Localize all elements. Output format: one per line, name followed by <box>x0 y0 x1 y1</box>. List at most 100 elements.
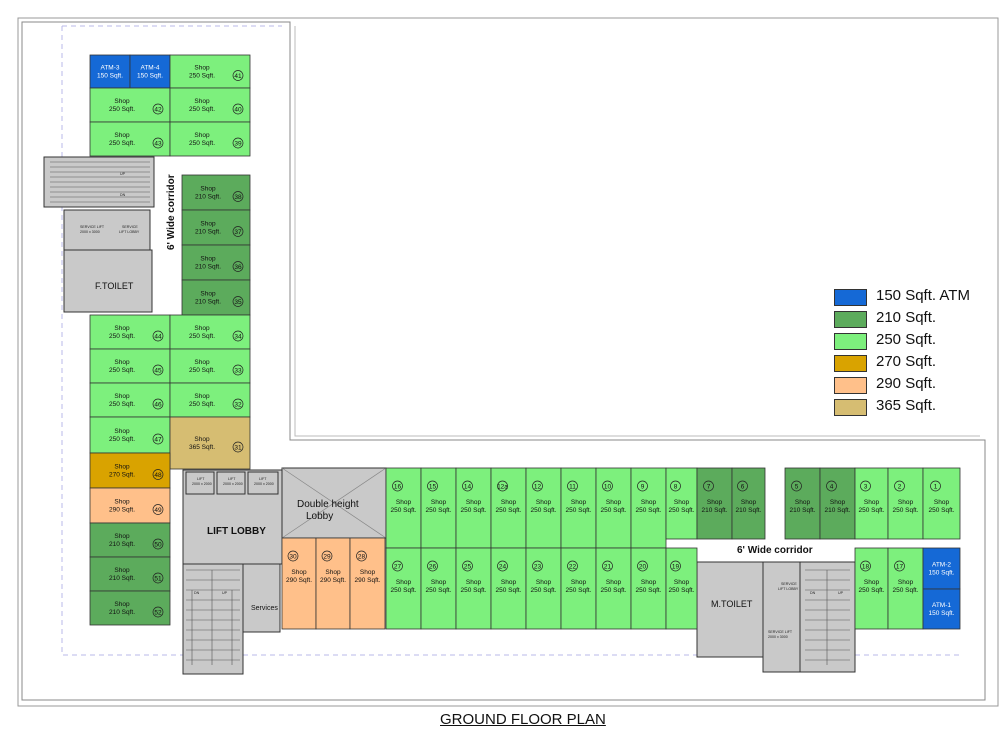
unit-fill <box>455 467 492 549</box>
legend-swatch <box>834 333 867 350</box>
unit-fill <box>525 547 562 630</box>
service-lift-east <box>762 561 801 673</box>
unit-name: Shop <box>674 579 690 586</box>
unit-number-circle <box>567 480 578 492</box>
unit-number-circle <box>826 480 837 492</box>
unit-fill <box>89 590 171 626</box>
unit-number: 5 <box>795 484 799 491</box>
unit-fill <box>181 244 251 281</box>
unit-name: Shop <box>934 499 950 506</box>
unit-number-circle <box>232 441 244 453</box>
unit-name: Shop <box>898 499 914 506</box>
legend-swatch <box>834 289 867 306</box>
unit-number: 36 <box>234 264 242 271</box>
unit-number-circle <box>602 480 613 492</box>
unit-number-circle <box>637 480 648 492</box>
stair-dn-label-lobby: DN <box>194 591 200 595</box>
unit-name: Shop <box>194 98 210 105</box>
unit-area: 250 Sqft. <box>460 587 486 594</box>
service-lift-size-east: 2000 x 3000 <box>768 635 788 639</box>
service-lift-size-west: 2000 x 3000 <box>80 230 100 234</box>
unit-number-circle <box>152 330 164 342</box>
unit-name: Shop <box>114 533 130 540</box>
unit-area: 250 Sqft. <box>189 401 215 408</box>
unit-number: 17 <box>896 564 904 571</box>
unit-number-circle <box>602 560 613 572</box>
unit-number: 28 <box>358 554 366 561</box>
legend-label: 250 Sqft. <box>876 331 937 348</box>
unit-name: Shop <box>466 579 482 586</box>
unit-fill <box>181 174 251 211</box>
unit-number: 18 <box>862 564 870 571</box>
unit-area: 150 Sqft. <box>928 570 954 577</box>
unit-area: 210 Sqft. <box>789 507 815 514</box>
unit-number: 35 <box>234 299 242 306</box>
unit-fill <box>89 452 171 489</box>
unit-area: 250 Sqft. <box>390 507 416 514</box>
unit-number-circle <box>152 433 164 445</box>
unit-number: 46 <box>154 402 162 409</box>
unit-fill <box>315 537 351 630</box>
unit-area: 250 Sqft. <box>668 587 694 594</box>
unit-number: 45 <box>154 368 162 375</box>
unit-area: 250 Sqft. <box>109 106 135 113</box>
unit-number-circle <box>860 560 871 572</box>
